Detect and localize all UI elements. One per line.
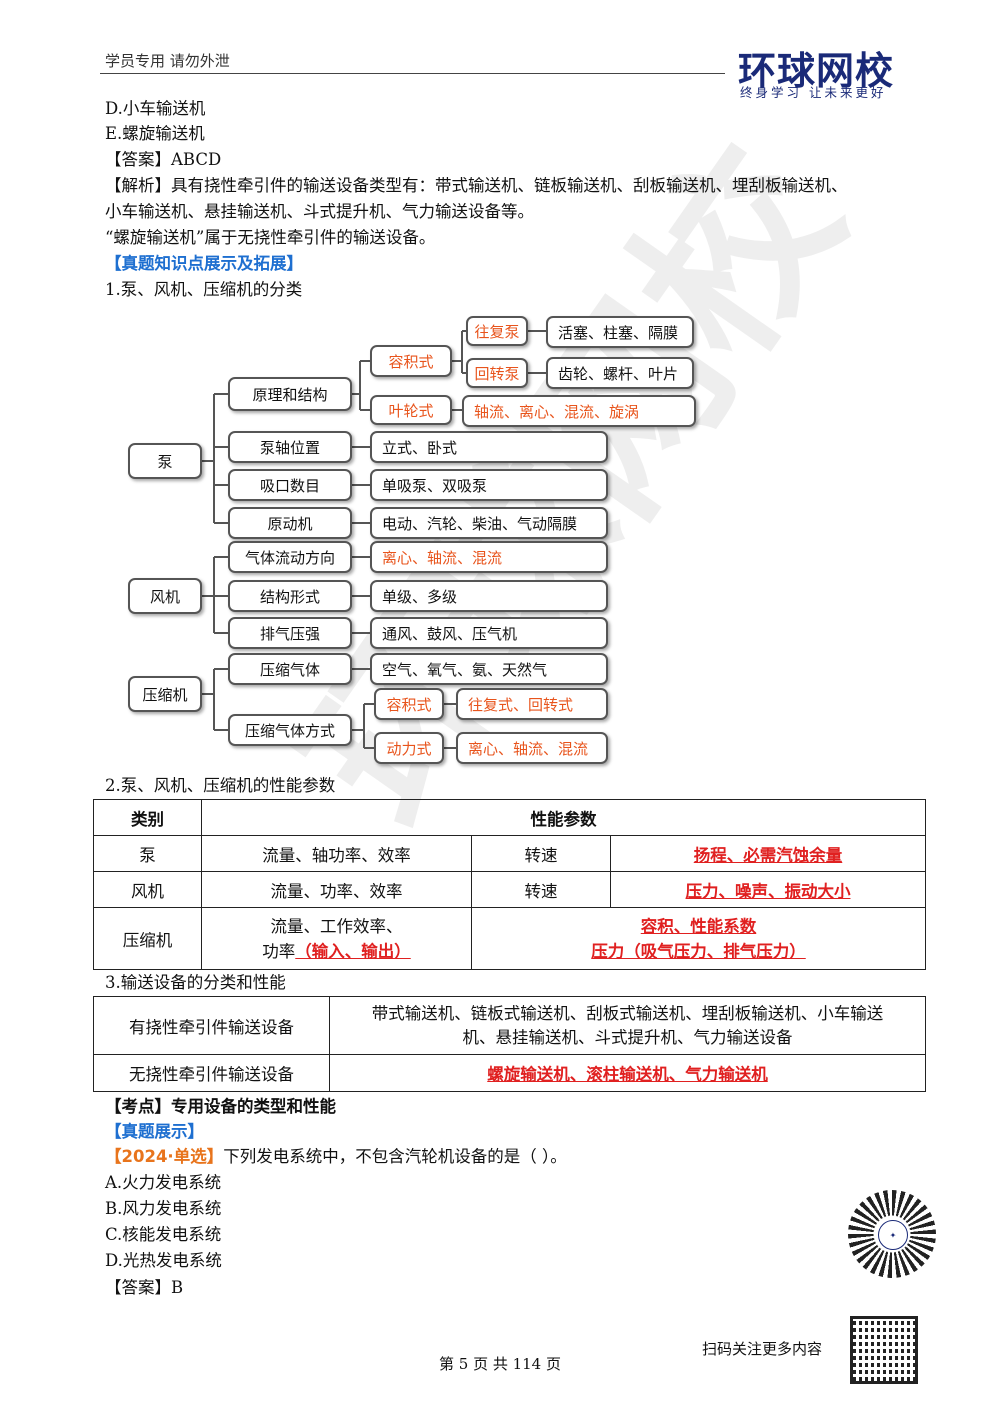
analysis-line: “螺旋输送机”属于无挠性牵引件的输送设备。 xyxy=(105,228,436,247)
item-heading: 3.输送设备的分类和性能 xyxy=(105,973,286,992)
table-row: 泵 流量、轴功率、效率 转速 扬程、必需汽蚀余量 xyxy=(93,835,926,872)
conveyor-table: 有挠性牵引件输送设备 带式输送机、链板式输送机、刮板式输送机、埋刮板输送机、小车… xyxy=(93,996,926,1092)
option-d: D.光热发电系统 xyxy=(105,1251,222,1270)
leaf-prime-mover-types: 电动、汽轮、柴油、气动隔膜 xyxy=(370,507,608,539)
node-impeller: 叶轮式 xyxy=(370,395,452,425)
option-d: D.小车输送机 xyxy=(105,99,206,118)
answer: 【答案】ABCD xyxy=(105,150,222,169)
section-title: 【真题知识点展示及拓展】 xyxy=(105,254,303,273)
question: 【2024·单选】下列发电系统中，不包含汽轮机设备的是（ ）。 xyxy=(105,1144,567,1170)
node-prime-mover: 原动机 xyxy=(228,507,352,539)
item-heading: 1.泵、风机、压缩机的分类 xyxy=(105,280,303,299)
leaf-flow-direction: 离心、轴流、混流 xyxy=(370,541,608,573)
node-pump: 泵 xyxy=(128,443,202,479)
leaf-reciprocating-types: 活塞、柱塞、隔膜 xyxy=(546,316,694,348)
answer: 【答案】B xyxy=(105,1278,184,1297)
node-reciprocating-pump: 往复泵 xyxy=(466,316,528,346)
table-cell: 流量、工作效率、 功率（输入、输出） xyxy=(201,907,472,970)
node-suction-count: 吸口数目 xyxy=(228,469,352,501)
table-cell: 泵 xyxy=(93,835,202,872)
brand-slogan: 终身学习 让未来更好 xyxy=(740,85,887,100)
brand-logo: 环球网校 xyxy=(738,49,895,93)
table-cell: 无挠性牵引件输送设备 xyxy=(93,1054,330,1092)
qr-code[interactable] xyxy=(850,1316,918,1384)
table-row: 无挠性牵引件输送设备 螺旋输送机、滚柱输送机、气力输送机 xyxy=(93,1054,926,1092)
node-flow-direction: 气体流动方向 xyxy=(228,541,352,573)
performance-table: 类别 性能参数 泵 流量、轴功率、效率 转速 扬程、必需汽蚀余量 风机 流量、功… xyxy=(93,799,926,970)
table-cell: 螺旋输送机、滚柱输送机、气力输送机 xyxy=(487,1065,768,1084)
table-cell: 扬程、必需汽蚀余量 xyxy=(693,845,843,865)
header-rule xyxy=(100,73,725,74)
leaf-impeller-types: 轴流、离心、混流、旋涡 xyxy=(462,395,696,427)
page-footer: 第 5 页 共 114 页 xyxy=(438,1355,561,1373)
topic-heading: 【考点】专用设备的类型和性能 xyxy=(105,1097,336,1116)
header-text: 学员专用 请勿外泄 xyxy=(105,52,230,70)
node-compressor: 压缩机 xyxy=(128,676,202,712)
node-comp-dynamic: 动力式 xyxy=(374,732,444,764)
node-compressed-gas: 压缩气体 xyxy=(228,653,352,685)
table-cell: 有挠性牵引件输送设备 xyxy=(93,996,330,1055)
leaf-compressed-gas: 空气、氧气、氨、天然气 xyxy=(370,653,608,685)
node-pump-principle: 原理和结构 xyxy=(228,377,352,411)
node-comp-positive: 容积式 xyxy=(374,688,444,720)
analysis-line: 【解析】具有挠性牵引件的输送设备类型有：带式输送机、链板输送机、刮板输送机、埋刮… xyxy=(105,176,848,195)
leaf-comp-dynamic: 离心、轴流、混流 xyxy=(456,732,608,764)
table-cell: 风机 xyxy=(93,871,202,908)
table-header: 类别 xyxy=(93,799,202,836)
option-e: E.螺旋输送机 xyxy=(105,124,205,143)
table-cell: 压力、噪声、振动大小 xyxy=(685,881,851,901)
leaf-structure: 单级、多级 xyxy=(370,580,608,612)
table-cell: 转速 xyxy=(471,871,611,908)
leaf-shaft-types: 立式、卧式 xyxy=(370,431,608,463)
table-header: 性能参数 xyxy=(201,799,926,836)
item-heading: 2.泵、风机、压缩机的性能参数 xyxy=(105,776,336,795)
node-compression-method: 压缩气体方式 xyxy=(228,714,352,746)
table-cell: 压缩机 xyxy=(93,907,202,970)
table-cell: 带式输送机、链板式输送机、刮板式输送机、埋刮板输送机、小车输送 机、悬挂输送机、… xyxy=(329,996,926,1055)
node-rotary-pump: 回转泵 xyxy=(466,358,528,388)
leaf-suction-types: 单吸泵、双吸泵 xyxy=(370,469,608,501)
option-c: C.核能发电系统 xyxy=(105,1225,222,1244)
table-cell: 流量、功率、效率 xyxy=(201,871,472,908)
leaf-comp-positive: 往复式、回转式 xyxy=(456,688,608,720)
table-row: 压缩机 流量、工作效率、 功率（输入、输出） 容积、性能系数 压力（吸气压力、排… xyxy=(93,907,926,970)
table-row: 风机 流量、功率、效率 转速 压力、噪声、振动大小 xyxy=(93,871,926,908)
qr-caption: 扫码关注更多内容 xyxy=(702,1340,823,1358)
table-cell: 转速 xyxy=(471,835,611,872)
node-positive-displacement: 容积式 xyxy=(370,345,452,377)
analysis-line: 小车输送机、悬挂输送机、斗式提升机、气力输送设备等。 xyxy=(105,202,534,221)
option-a: A.火力发电系统 xyxy=(105,1173,222,1192)
leaf-discharge-pressure: 通风、鼓风、压气机 xyxy=(370,617,608,649)
node-discharge-pressure: 排气压强 xyxy=(228,617,352,649)
table-cell: 容积、性能系数 压力（吸气压力、排气压力） xyxy=(471,907,926,970)
brand-logo-icon: ✦ xyxy=(878,1220,908,1250)
option-b: B.风力发电系统 xyxy=(105,1199,222,1218)
leaf-rotary-types: 齿轮、螺杆、叶片 xyxy=(546,357,694,389)
question-text: 下列发电系统中，不包含汽轮机设备的是（ ）。 xyxy=(223,1147,567,1166)
subsection-title: 【真题展示】 xyxy=(105,1122,204,1141)
node-shaft-position: 泵轴位置 xyxy=(228,431,352,463)
node-structure: 结构形式 xyxy=(228,580,352,612)
question-tag: 【2024·单选】 xyxy=(105,1147,224,1166)
table-row: 有挠性牵引件输送设备 带式输送机、链板式输送机、刮板式输送机、埋刮板输送机、小车… xyxy=(93,996,926,1055)
table-cell: 流量、轴功率、效率 xyxy=(201,835,472,872)
node-fan: 风机 xyxy=(128,578,202,614)
